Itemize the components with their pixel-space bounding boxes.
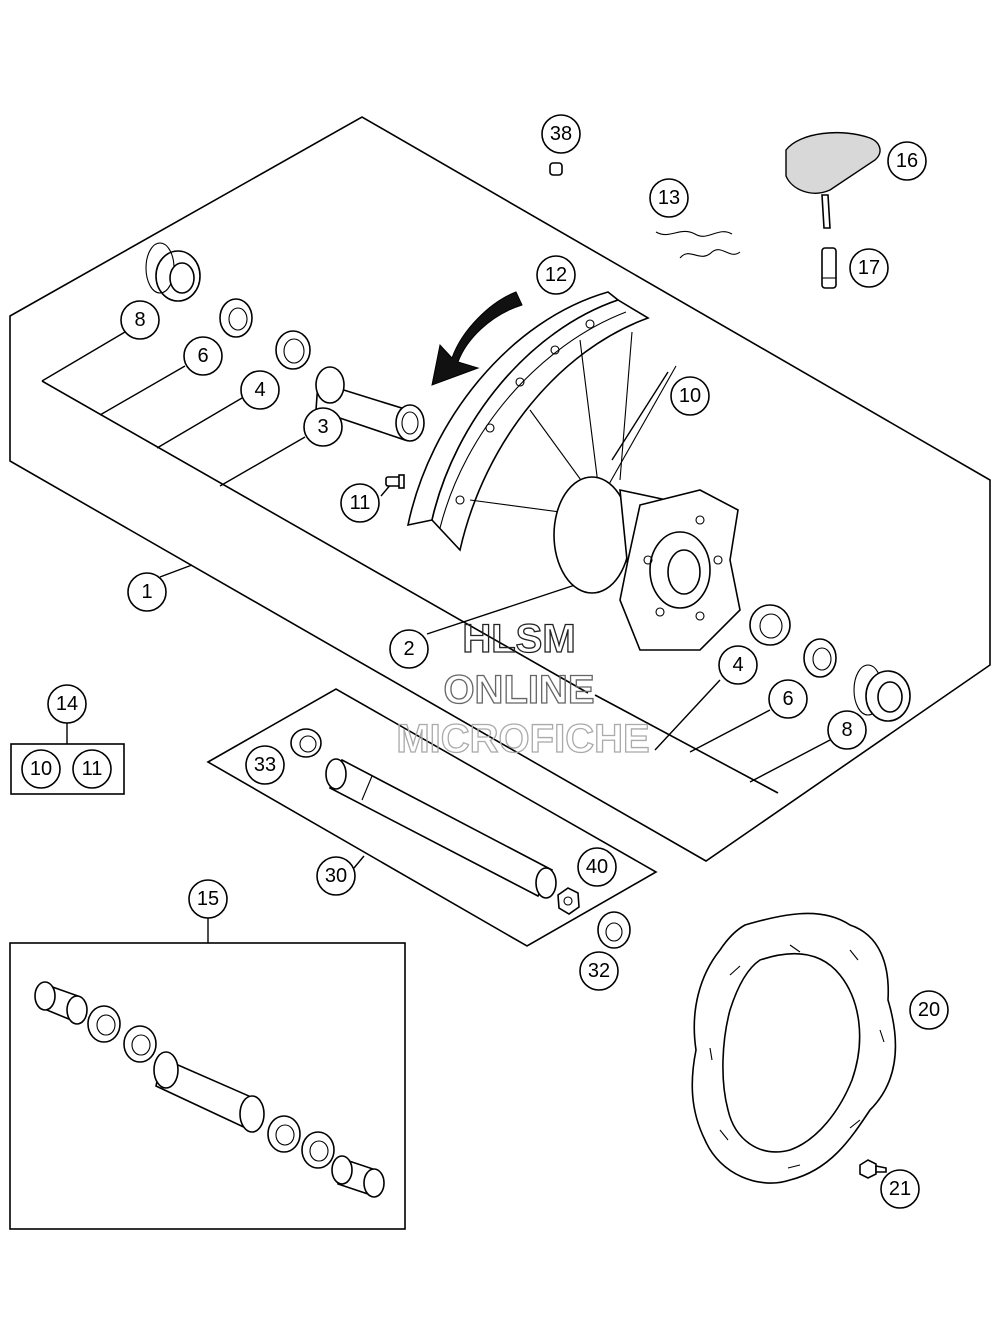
svg-text:20: 20 [918, 999, 940, 1021]
spoke-nipple-11 [385, 474, 405, 489]
svg-text:8: 8 [134, 309, 145, 331]
svg-text:17: 17 [858, 257, 880, 279]
callout-11-kit: 11 [72, 749, 112, 789]
bearing-4-upper [275, 330, 311, 370]
callout-16: 16 [887, 141, 927, 181]
seal-ring-8-lower [853, 664, 911, 722]
valve-cap-38 [549, 162, 563, 176]
callout-6-upper: 6 [183, 336, 223, 376]
svg-text:4: 4 [254, 379, 265, 401]
watermark-line-2: ONLINE [443, 668, 594, 712]
bearing-kit-contents [34, 981, 385, 1198]
watermark: HLSM ONLINE MICROFICHE [396, 616, 651, 761]
svg-text:6: 6 [197, 345, 208, 367]
callout-2: 2 [389, 629, 429, 669]
callout-3: 3 [303, 407, 343, 447]
callout-8-lower: 8 [827, 710, 867, 750]
callout-1: 1 [127, 572, 167, 612]
svg-text:6: 6 [782, 688, 793, 710]
svg-text:13: 13 [658, 187, 680, 209]
callout-14: 14 [47, 684, 87, 724]
svg-text:2: 2 [403, 638, 414, 660]
svg-text:1: 1 [141, 581, 152, 603]
disc-screw-21 [859, 1159, 887, 1179]
callout-17: 17 [849, 248, 889, 288]
axle-30 [325, 758, 557, 899]
distance-sleeve-3 [315, 366, 425, 442]
callout-11-wheel: 11 [340, 483, 380, 523]
svg-text:12: 12 [545, 264, 567, 286]
callout-38: 38 [541, 114, 581, 154]
callout-10-kit: 10 [21, 749, 61, 789]
svg-text:11: 11 [82, 758, 103, 780]
wheel-assembly-frame [9, 116, 991, 862]
watermark-line-1: HLSM [462, 617, 575, 661]
spacer-6-lower [803, 638, 837, 678]
bearing-4-lower [749, 604, 791, 646]
callout-20: 20 [909, 990, 949, 1030]
svg-text:32: 32 [588, 960, 610, 982]
valve-nut-17 [821, 247, 837, 289]
rim-tape-13 [655, 230, 741, 259]
collar-bushing-32 [597, 911, 631, 949]
callout-12: 12 [536, 255, 576, 295]
svg-text:11: 11 [350, 492, 371, 514]
callout-8-upper: 8 [120, 300, 160, 340]
callout-21: 21 [880, 1169, 920, 1209]
svg-text:15: 15 [197, 888, 219, 910]
callout-40: 40 [577, 847, 617, 887]
callout-33: 33 [245, 745, 285, 785]
watermark-line-3: MICROFICHE [396, 717, 649, 761]
axle-group-frame [206, 688, 658, 947]
bearing-group-bracket-left [41, 380, 589, 694]
svg-text:10: 10 [30, 758, 52, 780]
rotation-arrow-icon [431, 291, 523, 386]
tube-16 [785, 132, 881, 229]
hub-2 [553, 476, 741, 651]
svg-text:4: 4 [732, 654, 743, 676]
svg-text:33: 33 [254, 754, 276, 776]
callout-32: 32 [579, 951, 619, 991]
svg-text:16: 16 [896, 150, 918, 172]
svg-text:21: 21 [889, 1178, 911, 1200]
callout-15: 15 [188, 879, 228, 919]
bearing-group-bracket-right [594, 694, 779, 794]
spacer-6-upper [219, 298, 253, 338]
seal-ring-8-upper [145, 242, 201, 302]
svg-text:8: 8 [841, 719, 852, 741]
callout-4-lower: 4 [718, 645, 758, 685]
brake-disc-20 [691, 912, 897, 1184]
svg-text:40: 40 [586, 856, 608, 878]
leader-lines [41, 331, 831, 943]
callout-6-lower: 6 [768, 679, 808, 719]
svg-text:10: 10 [679, 385, 701, 407]
axle-nut-40 [557, 887, 580, 915]
callout-10-wheel: 10 [670, 376, 710, 416]
svg-text:3: 3 [317, 416, 328, 438]
svg-text:14: 14 [56, 693, 78, 715]
collar-bushing-33 [290, 728, 322, 758]
callout-4-upper: 4 [240, 370, 280, 410]
rim-12 [406, 291, 650, 552]
callout-13: 13 [649, 178, 689, 218]
svg-text:38: 38 [550, 123, 572, 145]
callout-30: 30 [316, 856, 356, 896]
svg-text:30: 30 [325, 865, 347, 887]
